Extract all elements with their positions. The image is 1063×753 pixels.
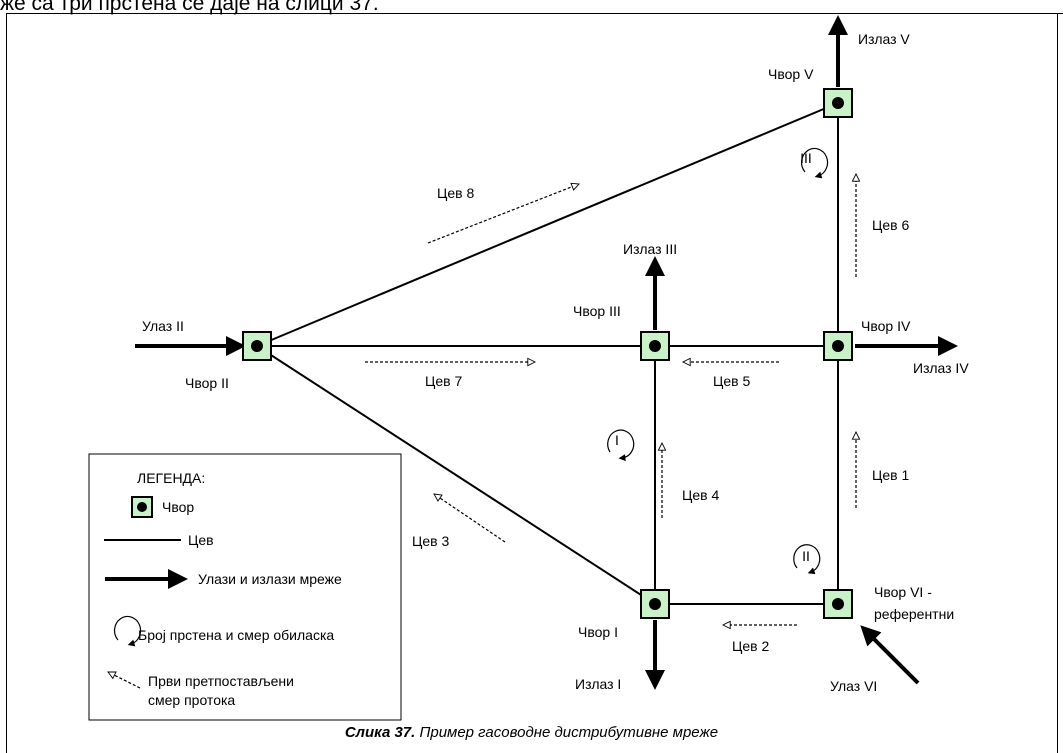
- figure-caption: Слика 37. Пример гасоводне дистрибутивне…: [0, 724, 1063, 741]
- legend-node-symbol: [131, 496, 153, 518]
- pipe-3-label: Цев 3: [412, 533, 449, 549]
- caption-text: Пример гасоводне дистрибутивне мреже: [415, 724, 719, 741]
- node-3-label: Чвор III: [573, 303, 621, 319]
- pipe-2-label: Цев 2: [732, 638, 769, 654]
- legend-ring-symbol: [114, 615, 142, 647]
- ring-1-arrow: [607, 429, 635, 462]
- pipe-8-label: Цев 8: [437, 185, 474, 201]
- legend-ring-label: Број прстена и смер обиласка: [138, 627, 334, 643]
- output-5-label: Излаз V: [858, 31, 910, 47]
- legend-flow-symbol: [108, 671, 141, 689]
- input-6-arrow: [860, 625, 920, 685]
- ring-2-label: II: [802, 548, 810, 564]
- output-3-label: Излаз III: [623, 241, 677, 257]
- ring-3-arrow: [801, 147, 829, 179]
- node-5-label: Чвор V: [768, 66, 814, 82]
- top-rule: [998, 13, 1063, 14]
- legend-title: ЛЕГЕНДА:: [137, 470, 205, 486]
- pipe-4-label: Цев 4: [682, 487, 719, 503]
- ring-symbols: [607, 147, 829, 575]
- caption-label: Слика 37.: [344, 724, 416, 741]
- node-1: [640, 589, 670, 619]
- node-6: [823, 589, 853, 619]
- pipe-6-label: Цев 6: [872, 217, 909, 233]
- node-4: [823, 331, 853, 361]
- ring-1-label: I: [615, 432, 619, 448]
- input-6-label: Улаз VI: [830, 678, 877, 694]
- output-1-label: Излаз I: [575, 676, 621, 692]
- flow-arrow-3: [434, 494, 506, 543]
- flow-arrow-8: [427, 184, 579, 244]
- legend-io-label: Улази и излази мреже: [198, 571, 342, 587]
- pipe-5-label: Цев 5: [713, 373, 750, 389]
- node-4-label: Чвор IV: [861, 318, 911, 334]
- legend-flow-label-line1: Први претпостављени: [148, 673, 294, 689]
- pipe-3: [256, 345, 656, 605]
- node-3: [640, 331, 670, 361]
- node-6-label-line1: Чвор VI -: [874, 584, 932, 600]
- pipe-1-label: Цев 1: [872, 467, 909, 483]
- legend-node-label: Чвор: [162, 499, 194, 515]
- node-1-label: Чвор I: [578, 624, 618, 640]
- input-2-label: Улаз II: [142, 318, 184, 334]
- ring-2-arrow: [793, 544, 821, 575]
- node-6-label-line2: референтни: [874, 606, 954, 622]
- pipes: [256, 102, 839, 605]
- nodes: [242, 88, 853, 619]
- io-arrows: [135, 15, 958, 690]
- pipe-7-label: Цев 7: [425, 373, 462, 389]
- legend-flow-label-line2: смер протока: [148, 692, 235, 708]
- flow-arrows: [365, 174, 856, 625]
- intro-text: же са три прстена се даје на слици 37.: [0, 0, 379, 15]
- legend-pipe-label: Цев: [188, 532, 214, 548]
- output-4-label: Излаз IV: [913, 360, 969, 376]
- figure-frame: [6, 13, 1058, 753]
- node-5: [823, 88, 853, 118]
- node-2-label: Чвор II: [185, 375, 229, 391]
- legend: ЛЕГЕНДА: Чвор Цев Улази и излази мреже Б…: [88, 453, 402, 721]
- node-2: [242, 331, 272, 361]
- pipe-8: [256, 102, 839, 347]
- ring-3-label: III: [800, 150, 812, 166]
